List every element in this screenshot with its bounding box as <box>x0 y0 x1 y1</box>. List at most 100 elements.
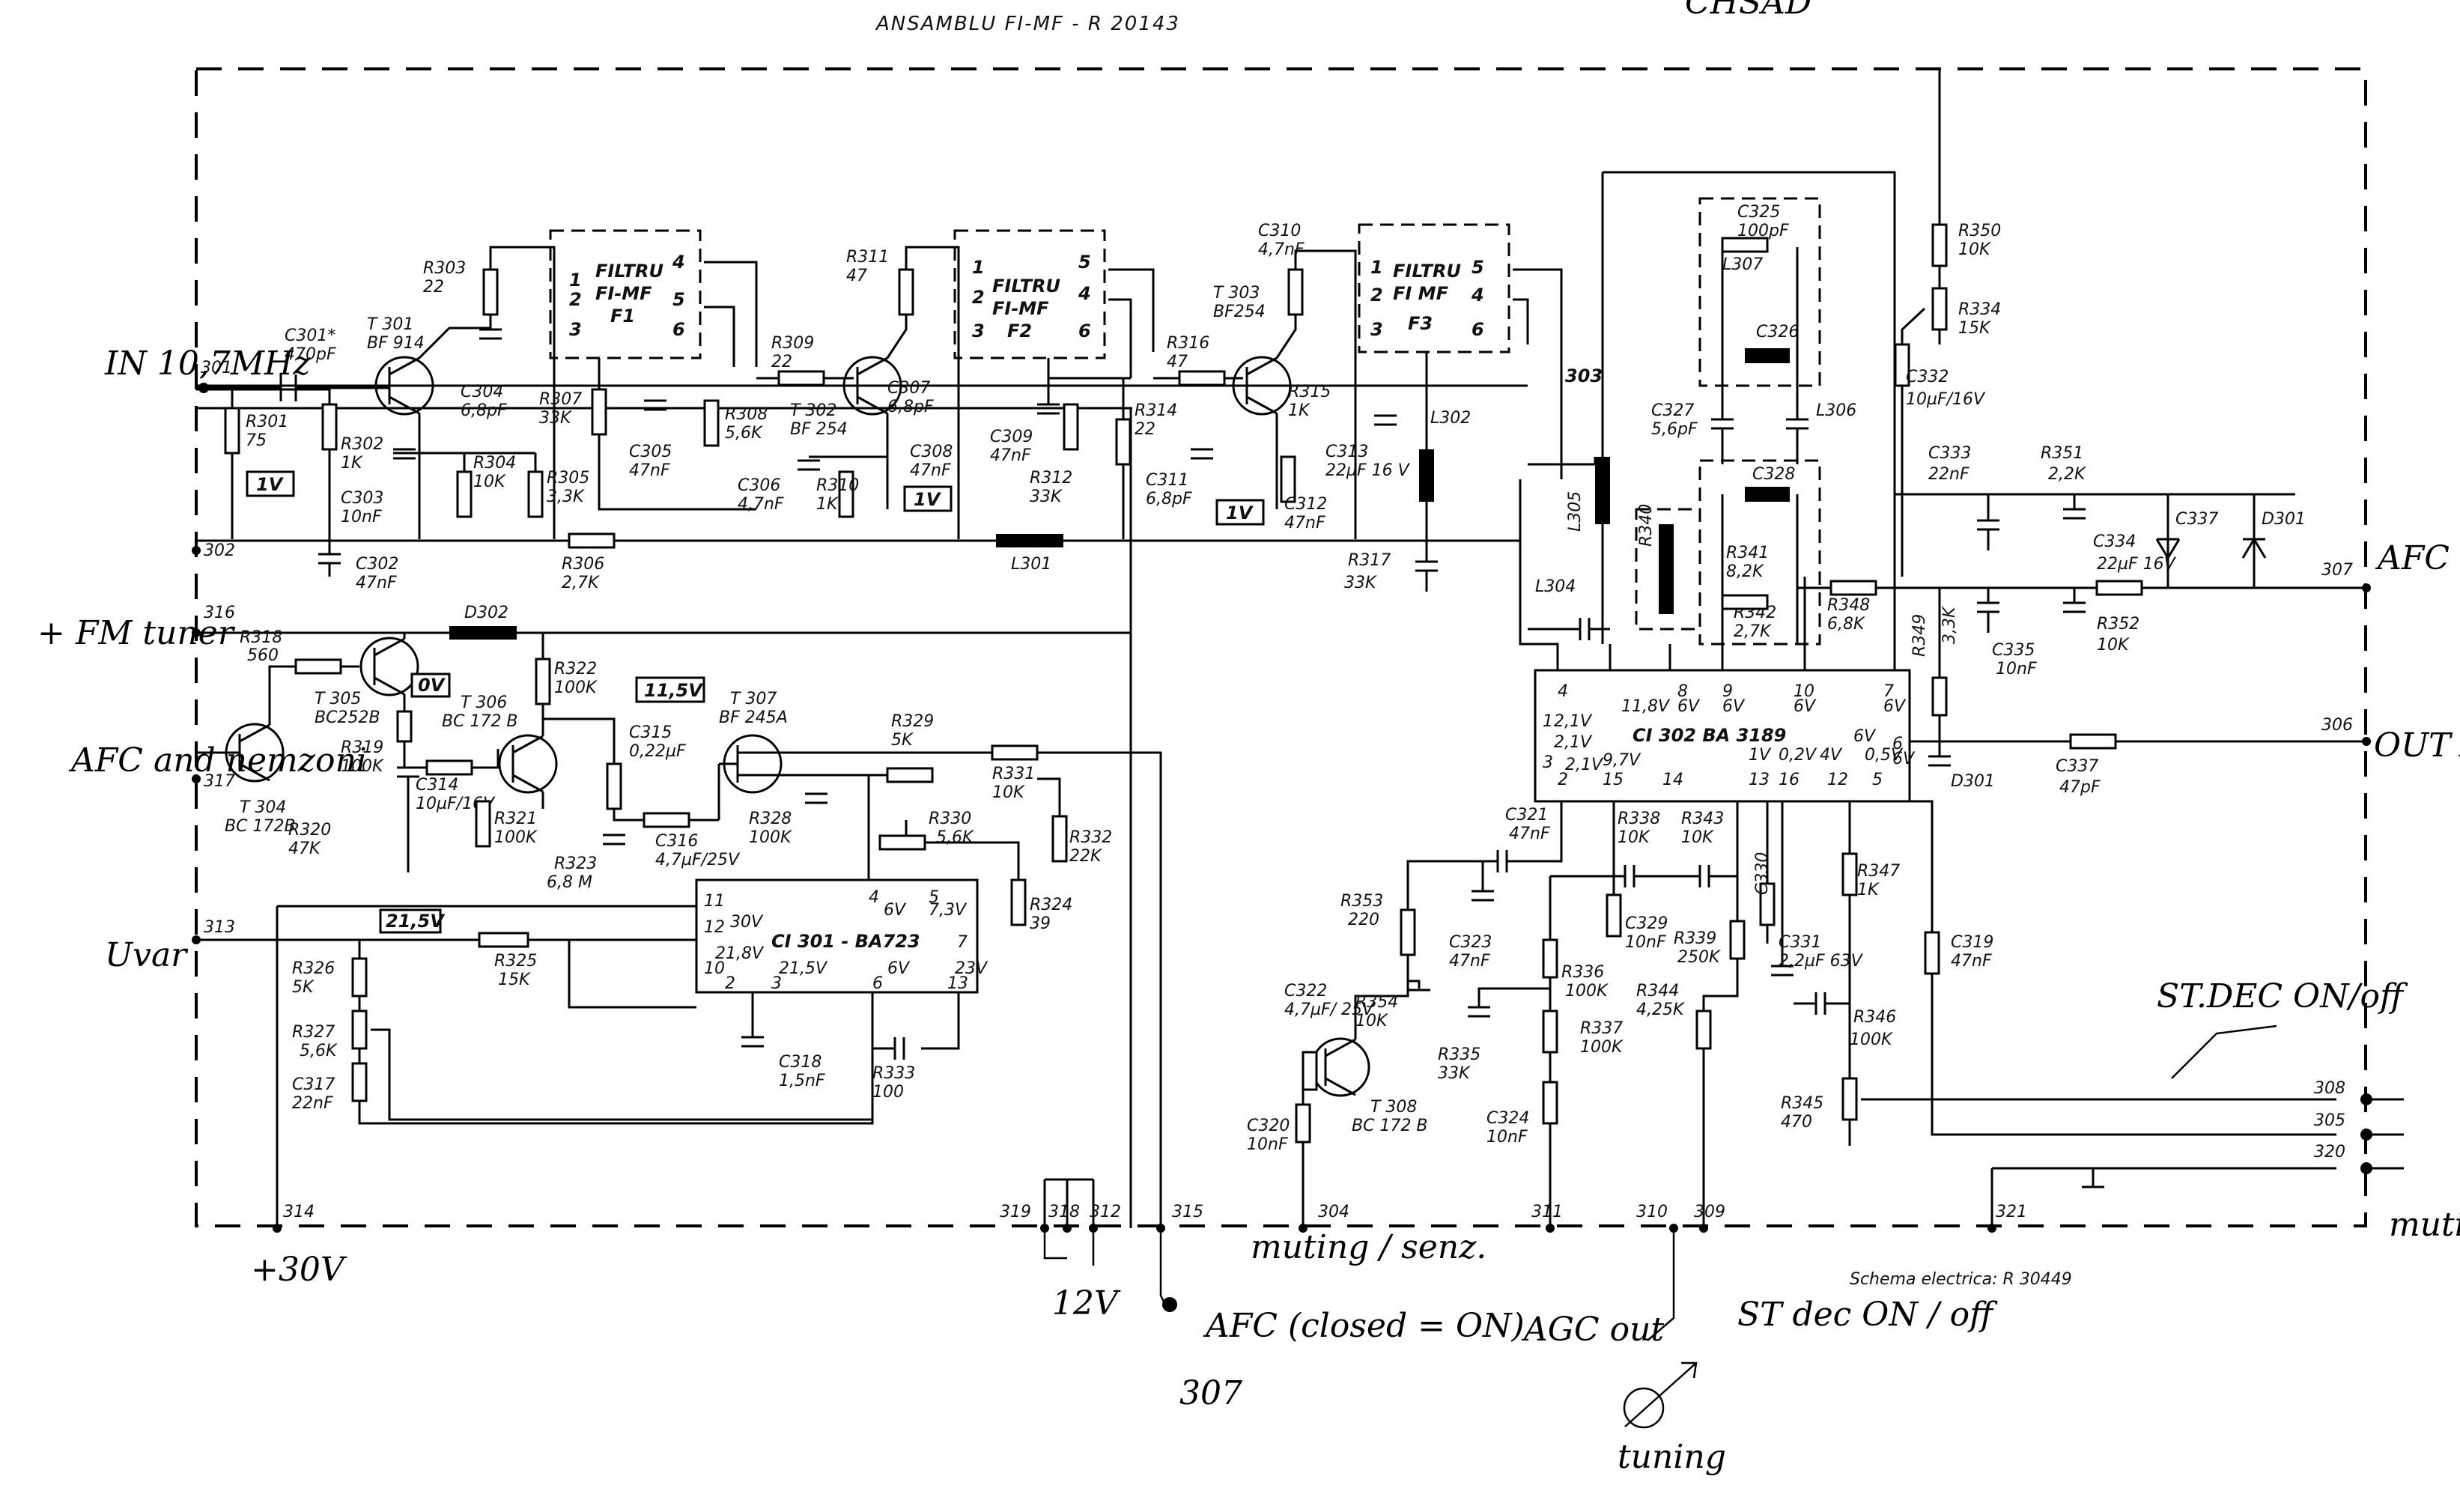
svg-text:6V: 6V <box>1892 750 1916 768</box>
svg-text:0,22µF: 0,22µF <box>629 742 686 761</box>
terminal-311-node[interactable] <box>1546 1224 1555 1233</box>
svg-text:R305: R305 <box>547 469 589 488</box>
svg-text:C315: C315 <box>629 723 672 742</box>
potentiometer-r336[interactable] <box>1542 1009 1558 1054</box>
inductor-l307 <box>1745 348 1790 363</box>
svg-text:R332: R332 <box>1069 828 1112 847</box>
resistor-r348 <box>1931 676 1948 717</box>
svg-text:47nF: 47nF <box>910 461 951 480</box>
svg-text:321: 321 <box>1996 1203 2027 1221</box>
svg-text:10nF: 10nF <box>341 508 382 526</box>
svg-text:75: 75 <box>246 431 267 450</box>
svg-text:FI MF: FI MF <box>1393 283 1449 304</box>
resistor-r329 <box>878 834 926 851</box>
svg-text:C337: C337 <box>2175 510 2218 529</box>
resistor-r320 <box>475 800 491 848</box>
svg-text:1: 1 <box>1370 257 1383 278</box>
inductor-l303 <box>1419 449 1434 502</box>
svg-text:7: 7 <box>957 933 968 952</box>
svg-text:C325: C325 <box>1737 203 1780 222</box>
svg-text:15K: 15K <box>498 971 531 989</box>
svg-text:5K: 5K <box>891 731 914 750</box>
inductor-l301 <box>449 626 517 640</box>
svg-text:302: 302 <box>204 541 235 560</box>
svg-text:CI 302 BA 3189: CI 302 BA 3189 <box>1633 725 1786 746</box>
terminal-304-node[interactable] <box>1299 1224 1308 1233</box>
svg-text:C330: C330 <box>1753 852 1772 895</box>
svg-text:1K: 1K <box>1288 401 1311 420</box>
terminal-306-node[interactable] <box>2362 737 2371 746</box>
svg-text:6V: 6V <box>884 901 907 920</box>
potentiometer-r346[interactable] <box>1841 1077 1858 1121</box>
terminal-303: 303 <box>1565 365 1603 386</box>
note-muting: muting / senz. <box>1251 1228 1486 1266</box>
inductor-l304 <box>1595 457 1610 524</box>
svg-text:6: 6 <box>1472 319 1484 340</box>
svg-text:47nF: 47nF <box>1449 952 1490 971</box>
svg-text:R334: R334 <box>1958 300 2001 319</box>
svg-text:10µF/16V: 10µF/16V <box>1906 390 1986 409</box>
svg-text:100K: 100K <box>494 828 538 847</box>
svg-text:47K: 47K <box>288 840 321 858</box>
svg-text:4: 4 <box>672 252 685 273</box>
terminal-307-node[interactable] <box>2362 583 2371 592</box>
capacitor-c319 <box>1528 618 1610 640</box>
svg-text:8,2K: 8,2K <box>1726 562 1764 581</box>
terminal-301-node[interactable] <box>198 383 209 393</box>
svg-text:L305: L305 <box>1566 491 1585 532</box>
capacitor-c315 <box>603 834 625 845</box>
test-voltage-box <box>246 470 295 497</box>
resistor-r347 <box>1924 931 1940 975</box>
svg-text:5: 5 <box>672 289 685 310</box>
test-voltage-box <box>903 485 953 512</box>
svg-text:2,1V: 2,1V <box>1554 712 1593 731</box>
svg-text:C310: C310 <box>1258 222 1301 240</box>
svg-text:R327: R327 <box>292 1023 335 1042</box>
terminal-314-node[interactable] <box>273 1224 282 1233</box>
svg-text:R307: R307 <box>539 390 582 409</box>
svg-text:F3: F3 <box>1408 313 1433 334</box>
svg-text:100K: 100K <box>554 678 598 697</box>
svg-text:R354: R354 <box>1355 993 1398 1012</box>
note-afc-closed: AFC (closed = ON) <box>1203 1307 1525 1345</box>
svg-text:10K: 10K <box>1618 828 1650 847</box>
resistor-r351 <box>2095 580 2143 596</box>
svg-text:R344: R344 <box>1636 982 1679 1001</box>
svg-text:R310: R310 <box>816 476 859 495</box>
resistor-r312 <box>1063 403 1079 451</box>
svg-text:C322: C322 <box>1284 982 1327 1001</box>
svg-text:L307: L307 <box>1722 255 1763 274</box>
terminal-321-node[interactable] <box>1987 1224 1996 1233</box>
resistor-r303 <box>482 268 499 316</box>
svg-text:C311: C311 <box>1146 471 1188 490</box>
resistor-r327 <box>351 1062 368 1102</box>
svg-text:C305: C305 <box>629 443 672 461</box>
svg-text:BF254: BF254 <box>1213 303 1266 321</box>
terminal-317-node[interactable] <box>192 774 201 783</box>
svg-text:R309: R309 <box>771 334 814 353</box>
svg-text:R351: R351 <box>2041 444 2083 463</box>
inductor-l302 <box>996 534 1063 547</box>
svg-text:C312: C312 <box>1284 495 1327 514</box>
svg-text:3,3K: 3,3K <box>1940 606 1959 644</box>
terminal-318-node[interactable] <box>1063 1224 1072 1233</box>
filter-f2 <box>953 229 1106 359</box>
svg-text:4V: 4V <box>1820 746 1843 765</box>
svg-text:C313: C313 <box>1325 443 1368 461</box>
svg-text:310: 310 <box>1636 1203 1668 1221</box>
potentiometer-r326[interactable] <box>351 1009 368 1050</box>
svg-text:470: 470 <box>1781 1113 1812 1132</box>
potentiometer-r350[interactable] <box>1931 287 1948 331</box>
svg-text:10nF: 10nF <box>1996 660 2037 678</box>
resistor-r304 <box>456 470 473 518</box>
potentiometer-r339[interactable] <box>1695 1009 1712 1050</box>
resistor-r309 <box>777 370 825 386</box>
terminal-309-node[interactable] <box>1699 1224 1708 1233</box>
svg-text:C326: C326 <box>1756 323 1799 341</box>
svg-text:L306: L306 <box>1816 401 1856 420</box>
svg-text:R326: R326 <box>292 959 335 978</box>
sheet-title: ANSAMBLU FI-MF - R 20143 <box>875 13 1180 35</box>
svg-text:33K: 33K <box>1030 488 1063 506</box>
svg-text:33K: 33K <box>1438 1064 1471 1083</box>
terminal-302-node[interactable] <box>192 546 201 555</box>
